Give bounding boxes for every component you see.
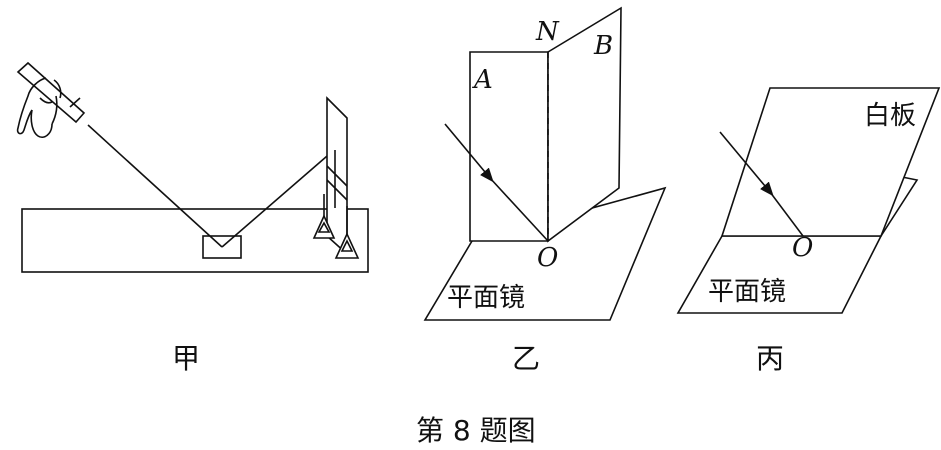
- caption-jia: 甲: [172, 342, 200, 375]
- hand-icon: [16, 77, 62, 139]
- laser-pen: [16, 61, 86, 124]
- figure-bing: 白板 O 平面镜 丙: [676, 87, 941, 375]
- label-o-bing: O: [792, 233, 813, 263]
- stand-left-icon: [312, 194, 336, 239]
- label-n: N: [535, 17, 560, 47]
- label-a: A: [472, 65, 493, 95]
- label-board: 白板: [864, 101, 916, 131]
- mirror-plane: [423, 186, 667, 321]
- label-b: B: [593, 31, 613, 61]
- figure-title: 第 8 题图: [416, 414, 536, 447]
- label-mirror-bing: 平面镜: [708, 277, 786, 307]
- label-o: O: [537, 243, 558, 273]
- small-mirror: [202, 235, 242, 259]
- figure-jia: 甲: [16, 61, 369, 375]
- vertical-screen: [326, 96, 348, 256]
- incident-ray: [444, 123, 494, 183]
- label-mirror: 平面镜: [447, 283, 525, 313]
- figure-yi: N A B O 平面镜 乙: [423, 6, 667, 375]
- reflected-beam: [221, 149, 335, 248]
- incident-beam: [87, 124, 223, 248]
- table-base: [21, 208, 369, 273]
- caption-bing: 丙: [756, 342, 784, 375]
- stand-right-icon: [334, 206, 360, 259]
- incident-ray-bing: [719, 131, 774, 197]
- caption-yi: 乙: [512, 342, 540, 375]
